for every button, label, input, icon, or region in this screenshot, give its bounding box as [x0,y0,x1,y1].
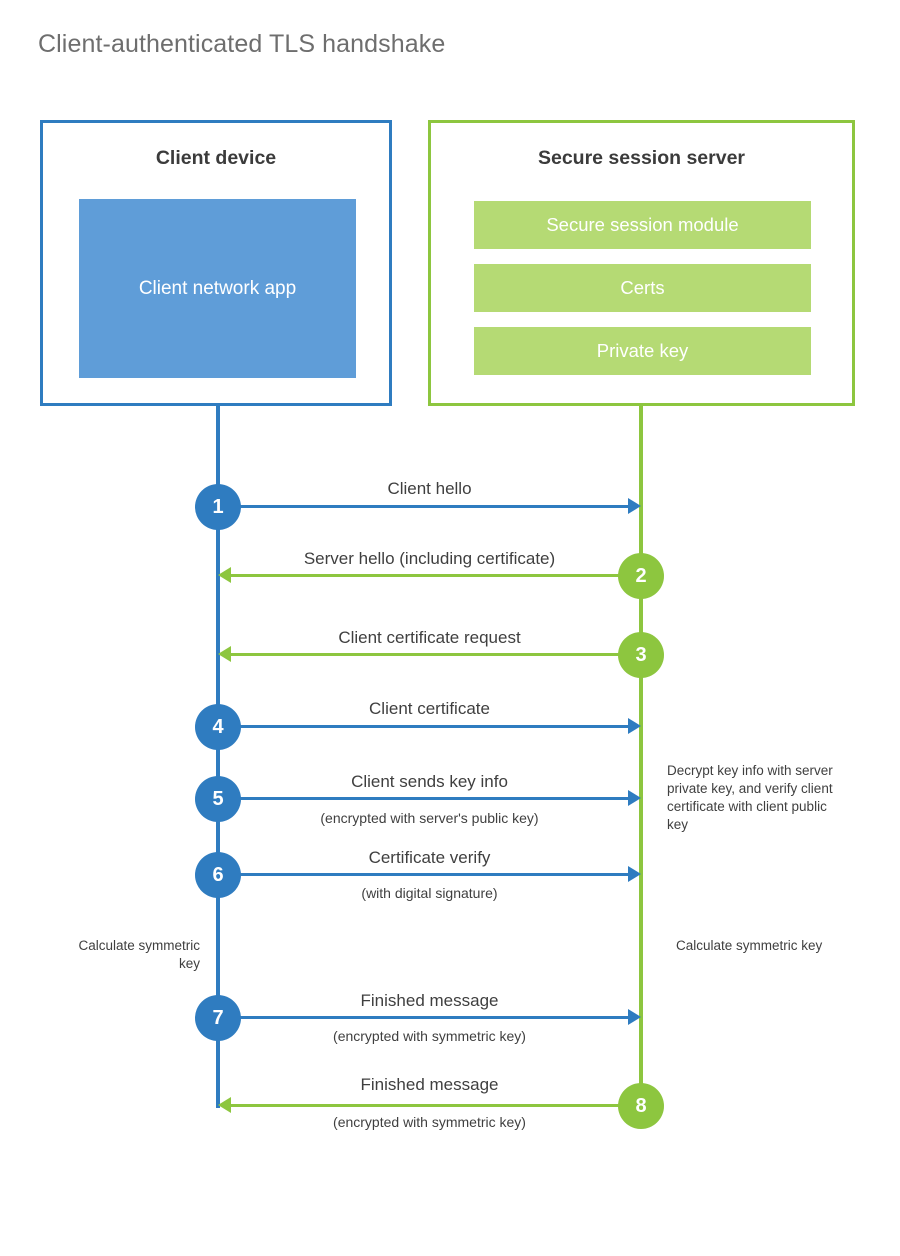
message-sublabel-7: (encrypted with symmetric key) [333,1028,526,1044]
server-component-secure-session-module: Secure session module [474,201,811,249]
step-number-8[interactable]: 8 [618,1083,664,1129]
step-number-1[interactable]: 1 [195,484,241,530]
message-label-1: Client hello [387,479,472,498]
server-lifeline [639,405,643,1108]
message-sublabel-6: (with digital signature) [361,885,498,901]
arrow-head-5 [628,790,641,806]
arrow-head-3 [218,646,231,662]
message-line-8 [231,1104,641,1107]
client-lifeline [216,405,220,1108]
message-line-4 [218,725,628,728]
message-label-5: Client sends key info [351,772,508,791]
arrow-head-4 [628,718,641,734]
message-line-6 [218,873,628,876]
step-number-4[interactable]: 4 [195,704,241,750]
message-label-4: Client certificate [369,699,490,718]
server-component-private-key: Private key [474,327,811,375]
client-device-title: Client device [155,147,277,169]
client-device-box: Client device Client network app [40,120,392,406]
arrow-head-6 [628,866,641,882]
step-number-5[interactable]: 5 [195,776,241,822]
secure-session-server-title: Secure session server [537,147,746,169]
message-line-2 [231,574,641,577]
client-calculate-symmetric-key-note: Calculate symmetric key [78,938,200,971]
message-label-3: Client certificate request [338,628,521,647]
step-number-3[interactable]: 3 [618,632,664,678]
message-label-7: Finished message [360,991,499,1010]
message-sublabel-8: (encrypted with symmetric key) [333,1114,526,1130]
message-line-1 [218,505,628,508]
server-decrypt-note: Decrypt key info with server private key… [667,763,833,832]
client-network-app-block: Client network app [79,199,356,378]
message-label-8: Finished message [360,1075,499,1094]
page-title: Client-authenticated TLS handshake [38,30,446,58]
arrow-head-2 [218,567,231,583]
step-number-6[interactable]: 6 [195,852,241,898]
step-number-7[interactable]: 7 [195,995,241,1041]
server-calculate-symmetric-key-note: Calculate symmetric key [676,938,823,953]
step-number-2[interactable]: 2 [618,553,664,599]
message-line-7 [218,1016,628,1019]
message-line-5 [218,797,628,800]
arrow-head-7 [628,1009,641,1025]
arrow-head-8 [218,1097,231,1113]
server-component-certs: Certs [474,264,811,312]
secure-session-server-box: Secure session server Secure session mod… [428,120,855,406]
message-label-2: Server hello (including certificate) [303,549,556,568]
message-label-6: Certificate verify [368,848,491,867]
arrow-head-1 [628,498,641,514]
message-sublabel-5: (encrypted with server's public key) [320,810,539,826]
message-line-3 [231,653,641,656]
